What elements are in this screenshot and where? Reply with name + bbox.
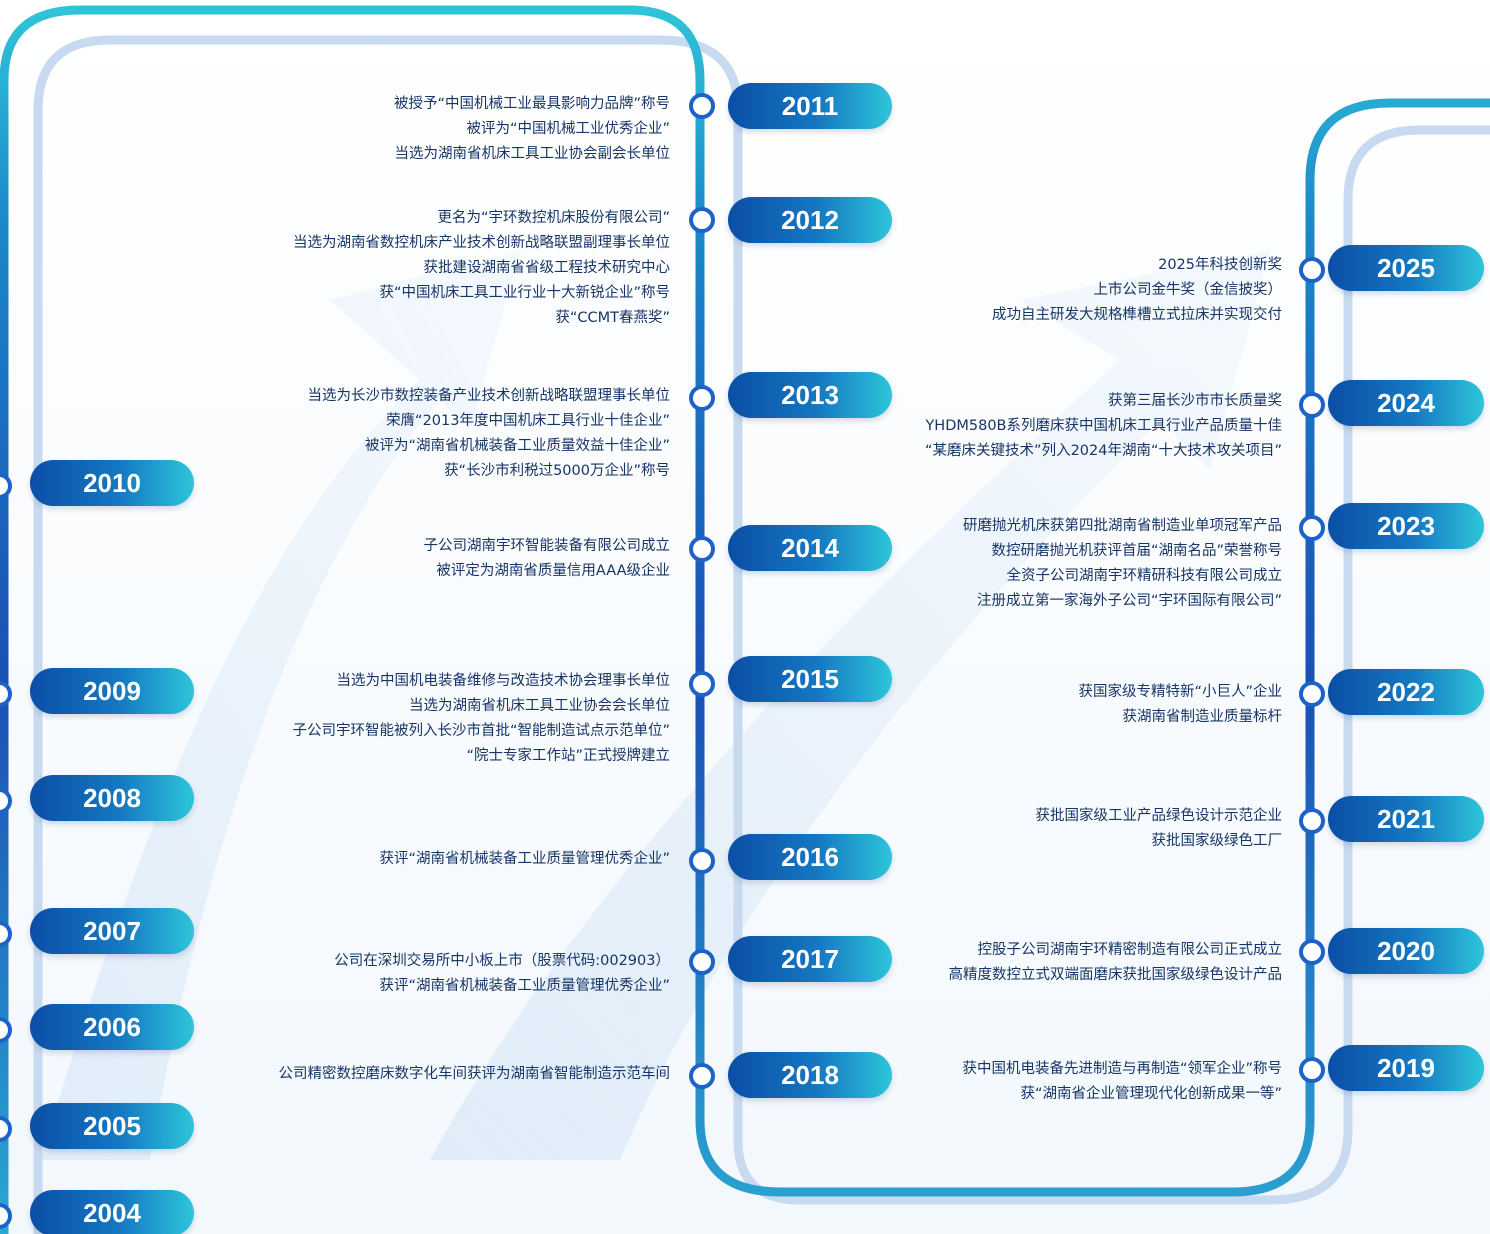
event-text: 当选为湖南省机床工具工业协会会长单位 [409, 698, 670, 714]
events-2012: 更名为“宇环数控机床股份有限公司” 当选为湖南省数控机床产业技术创新战略联盟副理… [293, 206, 670, 331]
events-2020: 控股子公司湖南宇环精密制造有限公司正式成立 高精度数控立式双端面磨床获批国家级绿… [949, 938, 1283, 988]
event-text: 当选为湖南省机床工具工业协会副会长单位 [394, 146, 671, 162]
event-text: 获评“湖南省机械装备工业质量管理优秀企业” [379, 978, 670, 994]
events-2019: 获中国机电装备先进制造与再制造“领军企业”称号 获“湖南省企业管理现代化创新成果… [962, 1057, 1282, 1107]
year-badge-2006: 2006 [30, 1004, 194, 1050]
timeline-node [689, 93, 715, 119]
event-text: 数控研磨抛光机获评首届“湖南名品”荣誉称号 [991, 543, 1282, 559]
event-text: 公司精密数控磨床数字化车间获评为湖南省智能制造示范车间 [278, 1066, 671, 1082]
event-text: 2025年科技创新奖 [1158, 257, 1282, 273]
year-badge-2004: 2004 [30, 1190, 194, 1234]
event-text: 获评“湖南省机械装备工业质量管理优秀企业” [379, 851, 670, 867]
events-2016: 获评“湖南省机械装备工业质量管理优秀企业” [379, 847, 670, 872]
timeline-node [689, 949, 715, 975]
timeline-node [1299, 1057, 1325, 1083]
year-badge-2012: 2012 [728, 197, 892, 243]
timeline-node [1299, 515, 1325, 541]
year-badge-2021: 2021 [1328, 796, 1484, 842]
timeline-node [689, 385, 715, 411]
main-track-line [0, 5, 1490, 1234]
event-text: 当选为中国机电装备维修与改造技术协会理事长单位 [336, 673, 671, 689]
events-2014: 子公司湖南宇环智能装备有限公司成立 被评定为湖南省质量信用AAA级企业 [424, 534, 671, 584]
event-text: 获“长沙市利税过5000万企业”称号 [444, 463, 670, 479]
year-badge-2024: 2024 [1328, 380, 1484, 426]
events-2018: 公司精密数控磨床数字化车间获评为湖南省智能制造示范车间 [279, 1062, 671, 1087]
event-text: 成功自主研发大规格榫槽立式拉床并实现交付 [992, 307, 1282, 323]
events-2023: 研磨抛光机床获第四批湖南省制造业单项冠军产品 数控研磨抛光机获评首届“湖南名品”… [963, 514, 1282, 614]
year-badge-2017: 2017 [728, 936, 892, 982]
events-2025: 2025年科技创新奖 上市公司金牛奖（金信披奖） 成功自主研发大规格榫槽立式拉床… [992, 253, 1282, 328]
year-badge-2019: 2019 [1328, 1045, 1484, 1091]
timeline-node [689, 671, 715, 697]
event-text: 控股子公司湖南宇环精密制造有限公司正式成立 [977, 942, 1283, 958]
year-badge-2025: 2025 [1328, 245, 1484, 291]
events-2015: 当选为中国机电装备维修与改造技术协会理事长单位 当选为湖南省机床工具工业协会会长… [292, 669, 670, 769]
event-text: 获“CCMT春燕奖” [555, 310, 670, 326]
event-text: 全资子公司湖南宇环精研科技有限公司成立 [1006, 568, 1283, 584]
event-text: YHDM580B系列磨床获中国机床工具行业产品质量十佳 [925, 418, 1282, 434]
timeline-node [1299, 392, 1325, 418]
event-text: 注册成立第一家海外子公司“宇环国际有限公司” [976, 593, 1282, 609]
timeline-node [689, 1063, 715, 1089]
event-text: 获“湖南省企业管理现代化创新成果一等” [1020, 1086, 1282, 1102]
event-text: 被评为“湖南省机械装备工业质量效益十佳企业” [364, 438, 670, 454]
event-text: 当选为湖南省数控机床产业技术创新战略联盟副理事长单位 [293, 235, 670, 251]
event-text: 荣膺“2013年度中国机床工具行业十佳企业” [386, 413, 670, 429]
timeline-node [1299, 939, 1325, 965]
timeline-node [689, 536, 715, 562]
event-text: 被授予“中国机械工业最具影响力品牌”称号 [393, 96, 670, 112]
event-text: 上市公司金牛奖（金信披奖） [1093, 282, 1283, 298]
timeline-node [689, 848, 715, 874]
year-badge-2015: 2015 [728, 656, 892, 702]
year-badge-2011: 2011 [728, 83, 892, 129]
event-text: 高精度数控立式双端面磨床获批国家级绿色设计产品 [948, 967, 1283, 983]
event-text: “院士专家工作站”正式授牌建立 [466, 748, 670, 764]
year-badge-2010: 2010 [30, 460, 194, 506]
event-text: 研磨抛光机床获第四批湖南省制造业单项冠军产品 [963, 518, 1282, 534]
event-text: 公司在深圳交易所中小板上市（股票代码:002903） [334, 953, 670, 969]
outer-track-line [33, 35, 1490, 1234]
event-text: 获批建设湖南省省级工程技术研究中心 [423, 260, 671, 276]
event-text: 获批国家级绿色工厂 [1151, 833, 1283, 849]
event-text: 获批国家级工业产品绿色设计示范企业 [1035, 808, 1283, 824]
timeline-node [1299, 257, 1325, 283]
events-2013: 当选为长沙市数控装备产业技术创新战略联盟理事长单位 荣膺“2013年度中国机床工… [308, 384, 671, 484]
event-text: 子公司湖南宇环智能装备有限公司成立 [423, 538, 671, 554]
year-badge-2020: 2020 [1328, 928, 1484, 974]
timeline-node [1299, 808, 1325, 834]
event-text: 被评为“中国机械工业优秀企业” [466, 121, 670, 137]
year-badge-2022: 2022 [1328, 669, 1484, 715]
events-2022: 获国家级专精特新“小巨人”企业 获湖南省制造业质量标杆 [1078, 680, 1282, 730]
year-badge-2023: 2023 [1328, 503, 1484, 549]
event-text: 获国家级专精特新“小巨人”企业 [1078, 684, 1282, 700]
events-2017: 公司在深圳交易所中小板上市（股票代码:002903） 获评“湖南省机械装备工业质… [334, 949, 670, 999]
year-badge-2008: 2008 [30, 775, 194, 821]
year-badge-2007: 2007 [30, 908, 194, 954]
event-text: 获“中国机床工具工业行业十大新锐企业”称号 [379, 285, 670, 301]
timeline-node [1299, 681, 1325, 707]
event-text: 被评定为湖南省质量信用AAA级企业 [436, 563, 670, 579]
events-2011: 被授予“中国机械工业最具影响力品牌”称号 被评为“中国机械工业优秀企业” 当选为… [394, 92, 670, 167]
event-text: “某磨床关键技术”列入2024年湖南“十大技术攻关项目” [925, 443, 1282, 459]
event-text: 获湖南省制造业质量标杆 [1122, 709, 1283, 725]
event-text: 获中国机电装备先进制造与再制造“领军企业”称号 [962, 1061, 1282, 1077]
event-text: 更名为“宇环数控机床股份有限公司” [437, 210, 670, 226]
event-text: 当选为长沙市数控装备产业技术创新战略联盟理事长单位 [307, 388, 671, 404]
year-badge-2016: 2016 [728, 834, 892, 880]
year-badge-2014: 2014 [728, 525, 892, 571]
timeline-node [689, 207, 715, 233]
events-2021: 获批国家级工业产品绿色设计示范企业 获批国家级绿色工厂 [1036, 804, 1283, 854]
year-badge-2009: 2009 [30, 668, 194, 714]
year-badge-2005: 2005 [30, 1103, 194, 1149]
year-badge-2018: 2018 [728, 1052, 892, 1098]
year-badge-2013: 2013 [728, 372, 892, 418]
events-2024: 获第三届长沙市市长质量奖 YHDM580B系列磨床获中国机床工具行业产品质量十佳… [925, 389, 1282, 464]
event-text: 子公司宇环智能被列入长沙市首批“智能制造试点示范单位” [292, 723, 670, 739]
event-text: 获第三届长沙市市长质量奖 [1108, 393, 1282, 409]
